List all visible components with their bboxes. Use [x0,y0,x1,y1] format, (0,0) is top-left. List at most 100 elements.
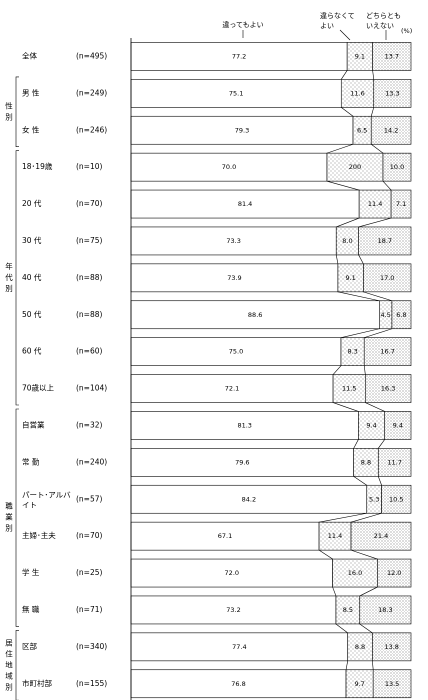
row-label: 常 勤 [22,456,40,466]
connector-line [350,549,378,560]
row-label: 18･19歳 [22,161,53,171]
data-label: 13.8 [384,643,398,651]
bar-segment [130,558,333,588]
connector-line [372,70,375,80]
row-label: 60 代 [22,346,42,356]
connector-line [358,217,392,228]
data-label: 9.1 [355,52,365,60]
group-label-char: 居 [5,638,13,647]
row-n-label: (n=70) [76,199,103,208]
group-bracket [15,630,19,700]
group-label-char: 年 [5,261,13,271]
connector-line [372,660,374,670]
group-label-char: 別 [5,284,13,293]
connector-line [337,291,380,302]
data-label: 8.0 [342,237,352,245]
data-label: 13.3 [385,89,399,97]
group-label-char: 住 [5,648,13,658]
row-label: 無 職 [22,604,40,614]
data-label: 76.8 [231,680,245,688]
group-bracket [15,408,19,627]
row-label: 男 性 [22,87,40,97]
row-n-label: (n=104) [76,384,107,393]
row-n-label: (n=57) [76,494,103,503]
bar-segment [130,337,342,366]
data-label: 9.4 [393,421,403,429]
data-label: 18.3 [378,606,392,614]
connector-line [359,623,373,634]
row-n-label: (n=25) [76,568,103,577]
data-label: 79.3 [235,126,249,134]
data-label: 70.0 [222,163,236,171]
data-label: 73.3 [226,237,240,245]
group-label-char: 職 [5,502,13,511]
group-label-char: 業 [5,512,13,522]
bar-segment [358,226,412,256]
bar-segment [384,411,412,440]
legend-label-series-2-line2: よい [320,22,334,30]
group-label-char: 代 [5,272,13,282]
connector-line [318,549,333,560]
bar-segment [340,79,375,108]
bar-segment [370,115,412,145]
data-label: 6.8 [396,311,406,319]
connector-line [326,180,360,191]
legend-label-series-3-line2: いえない [366,22,394,30]
legend-label-series-1: 違ってもよい [222,20,263,29]
group-bracket [15,76,19,147]
bar-segment [130,300,380,330]
segment-connectors [318,70,393,670]
group-bracket [15,150,19,406]
bar-segment [382,152,412,182]
data-label: 8.3 [347,348,357,356]
connector-line [370,107,375,117]
row-n-label: (n=88) [76,273,103,282]
data-label: 73.2 [226,606,240,614]
row-n-label: (n=240) [76,457,107,466]
connector-line [341,107,354,117]
row-label: 女 性 [22,124,40,134]
data-label: 81.4 [238,200,252,208]
row-n-label: (n=249) [76,88,107,97]
connector-line [364,328,393,338]
bar-segment [130,226,337,256]
data-label: 9.7 [354,680,364,688]
row-label: 主婦･主夫 [22,530,56,540]
row-label: 20 代 [22,198,42,208]
row-label: 30 代 [22,235,42,245]
legend-label-series-2: 違らなくて [320,11,355,20]
bar-segment [391,300,412,330]
bar-segment [337,263,364,293]
connector-line [345,660,349,670]
bar-segment [381,484,412,514]
data-label: 9.1 [345,274,355,282]
row-n-label: (n=155) [76,679,107,688]
data-label: 11.4 [328,532,342,540]
row-label: 学 生 [22,567,40,577]
data-label: 11.4 [368,200,382,208]
data-label: 16.7 [380,348,394,356]
data-label: 10.5 [389,495,403,503]
row-labels: 全体(n=495)男 性(n=249)女 性(n=246)18･19歳(n=10… [22,50,107,687]
row-n-label: (n=88) [76,310,103,319]
data-label: 7.1 [396,200,406,208]
data-label: 17.0 [380,274,394,282]
data-label: 72.0 [225,569,239,577]
data-label: 73.9 [227,274,241,282]
data-label: 16.3 [381,385,395,393]
bar-segment [372,42,412,71]
connector-line [377,476,382,486]
group-label-char: 地 [5,659,13,669]
connector-line [340,328,380,338]
connector-line [350,512,382,523]
group-label-char: 別 [5,112,13,121]
bar-segment [373,79,412,108]
data-label: 11.6 [350,89,364,97]
row-label: 70歳以上 [22,383,55,393]
data-label: 77.4 [232,643,246,651]
data-label: 88.6 [248,311,262,319]
bar-segment [130,632,349,662]
data-label: 75.1 [229,89,243,97]
